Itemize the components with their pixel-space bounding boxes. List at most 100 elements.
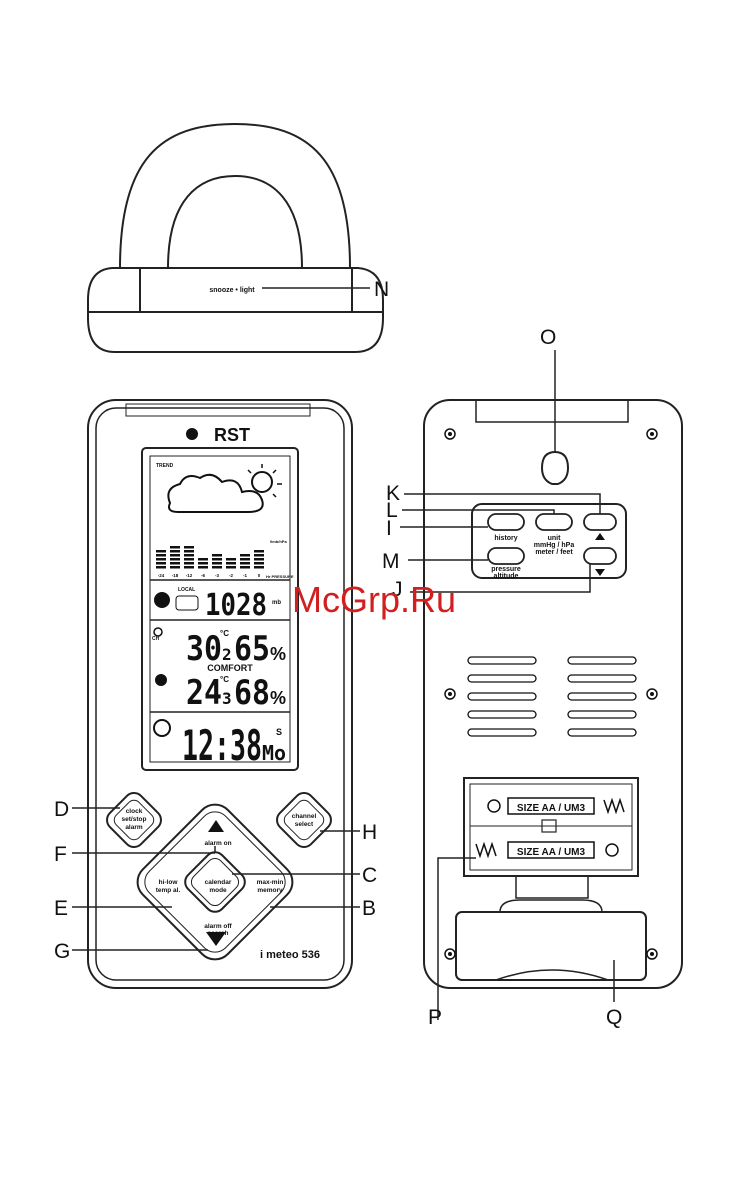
screw-hole — [646, 948, 658, 960]
bar-segment — [170, 558, 180, 561]
battery-2-label: SIZE AA / UM3 — [517, 847, 586, 858]
bar-hour-label: -1 — [243, 573, 247, 578]
down-arrow-icon[interactable] — [206, 932, 226, 946]
brand-logo: RST — [214, 425, 250, 445]
maxmin-label-1: max-min — [257, 879, 284, 886]
calendar-mode-button[interactable] — [181, 848, 249, 916]
spring-icon — [475, 841, 497, 859]
callout-k: K — [386, 482, 400, 505]
bar-segment — [184, 562, 194, 565]
indoor-humidity: 68 — [234, 673, 270, 713]
callout-c: C — [362, 864, 377, 887]
front-bezel — [95, 407, 345, 981]
clock-label-1: clock — [126, 808, 143, 815]
down-triangle-icon — [595, 569, 605, 576]
back-button-panel — [471, 503, 627, 579]
back-view — [423, 399, 683, 989]
stand-handle-inner — [167, 174, 303, 269]
up-arrow-icon[interactable] — [208, 820, 224, 832]
navigation-pad[interactable] — [130, 797, 300, 967]
clock-label-2: set/stop — [122, 816, 147, 823]
bar-segment — [226, 558, 236, 561]
history-button[interactable] — [487, 513, 525, 531]
callout-h: H — [362, 821, 377, 844]
bar-segment — [226, 562, 236, 565]
battery-compartment — [463, 777, 639, 877]
front-view — [87, 399, 353, 989]
bar-segment — [170, 554, 180, 557]
bar-segment — [184, 566, 194, 569]
history-label: history — [494, 535, 517, 542]
clock-alarm-button[interactable] — [103, 789, 165, 851]
bar-segment — [240, 554, 250, 557]
lcd-frame — [141, 447, 299, 771]
screw-center — [448, 432, 452, 436]
bar-segment — [254, 558, 264, 561]
pressure-unit: mb — [272, 600, 281, 606]
battery-2 — [507, 841, 595, 859]
comfort-label: COMFORT — [207, 663, 253, 673]
ch-label: CH — [152, 636, 160, 642]
bar-segment — [212, 562, 222, 565]
bar-hour-label: -3 — [215, 573, 219, 578]
down-button[interactable] — [583, 547, 617, 565]
bar-hour-label: -12 — [186, 573, 193, 578]
pressure-history-bars — [156, 546, 264, 569]
bar-segment — [170, 550, 180, 553]
pressure-label: pressure — [491, 566, 521, 573]
back-leaders — [400, 493, 601, 593]
vent-slot — [467, 692, 537, 701]
callout-m: M — [382, 550, 400, 573]
clock-label-3: alarm — [125, 824, 143, 831]
bar-segment — [170, 546, 180, 549]
model-name: i meteo 536 — [260, 949, 320, 961]
watermark: McGrp.Ru — [292, 579, 456, 620]
callout-g: G — [54, 940, 70, 963]
alarm-on-label: alarm on — [204, 840, 231, 847]
keyhole-hanger — [540, 450, 570, 485]
spring-icon — [603, 797, 625, 815]
indoor-temp: 24 — [186, 673, 222, 713]
bar-hour-label: -18 — [172, 573, 179, 578]
bar-segment — [184, 546, 194, 549]
snooze-light-bar — [139, 267, 353, 313]
unit-label-1: unit — [548, 535, 561, 542]
vent-slot — [567, 674, 637, 683]
pressure-value: 1028 — [205, 588, 267, 623]
bar-segment — [184, 554, 194, 557]
callout-f: F — [54, 843, 67, 866]
bar-hour-label: -24 — [158, 573, 165, 578]
indoor-temp-decimal: 3 — [222, 689, 232, 708]
bar-segment — [240, 566, 250, 569]
screw-center — [448, 952, 452, 956]
brand-mark — [186, 428, 198, 440]
screw-center — [650, 952, 654, 956]
unit-button[interactable] — [535, 513, 573, 531]
unit-label-2: mmHg / hPa — [534, 542, 575, 549]
unit-label-3: meter / feet — [535, 549, 573, 556]
front-housing — [87, 399, 353, 989]
leader-p — [437, 857, 476, 1020]
up-button[interactable] — [583, 513, 617, 531]
bar-segment — [212, 554, 222, 557]
in-icon — [155, 674, 167, 686]
globe-icon — [154, 592, 170, 608]
bar-hour-label: -2 — [229, 573, 233, 578]
bar-segment — [156, 550, 166, 553]
hr-pressure-label: Hr PRESSURE — [266, 574, 294, 579]
front-buttons — [103, 789, 335, 967]
bar-segment — [212, 566, 222, 569]
callout-n: N — [374, 278, 389, 301]
channel-label-2: select — [295, 821, 314, 828]
bar-segment — [254, 554, 264, 557]
vent-slot — [467, 674, 537, 683]
bar-segment — [240, 562, 250, 565]
bar-segment — [198, 566, 208, 569]
signal-icon — [153, 627, 163, 637]
front-leaders — [72, 807, 360, 951]
channel-select-button[interactable] — [273, 789, 335, 851]
vent-slot — [567, 710, 637, 719]
top-body — [87, 267, 384, 353]
pressure-altitude-button[interactable] — [487, 547, 525, 565]
